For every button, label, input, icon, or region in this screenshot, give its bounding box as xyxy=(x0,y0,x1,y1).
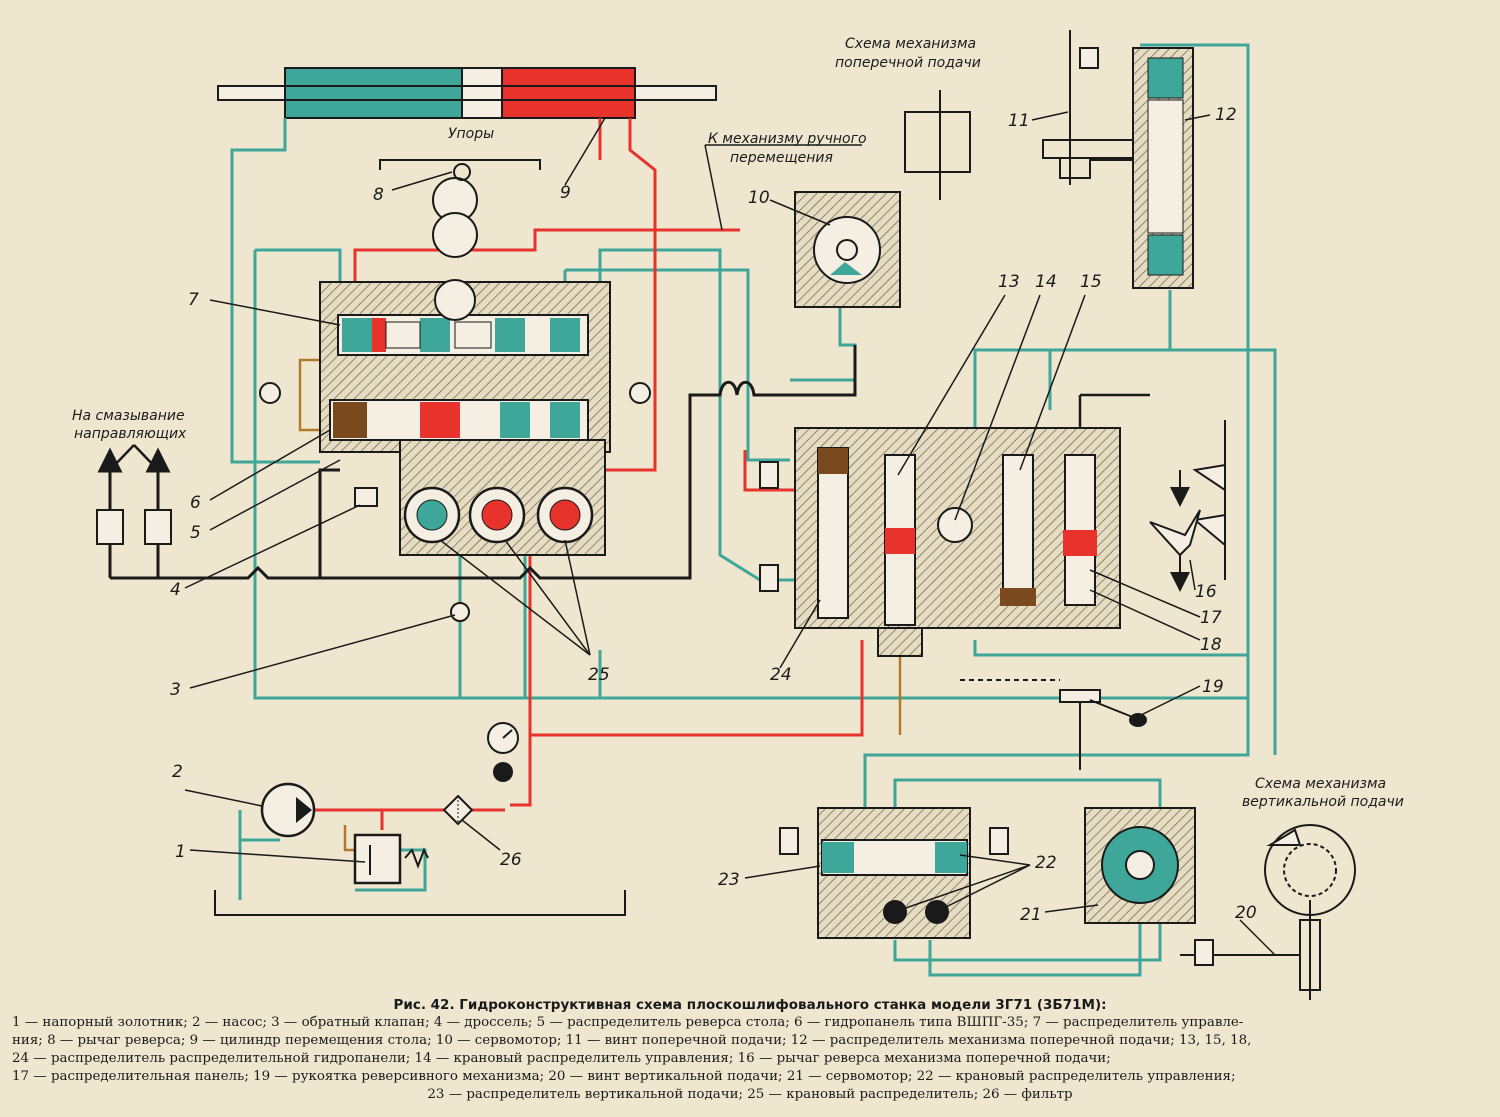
caption-line: 1 — напорный золотник; 2 — насос; 3 — об… xyxy=(12,1015,1244,1030)
label-20: 20 xyxy=(1235,903,1257,923)
caption-line: 17 — распределительная панель; 19 — руко… xyxy=(12,1069,1236,1084)
annotations: Упоры К механизму ручного перемещения На… xyxy=(72,36,1404,810)
label-15: 15 xyxy=(1080,272,1102,292)
leader-lines xyxy=(184,111,1276,956)
distributor-panel-17 xyxy=(794,427,1121,657)
lube-note-line2: направляющих xyxy=(74,426,187,442)
label-7: 7 xyxy=(188,290,199,310)
label-6: 6 xyxy=(190,493,201,513)
hydraulic-diagram: 7 8 9 10 11 12 13 14 15 16 17 18 19 20 2… xyxy=(72,30,1404,1000)
vertical-feed-note-line2: вертикальной подачи xyxy=(1242,794,1404,810)
label-8: 8 xyxy=(373,185,384,205)
caption-line: ния; 8 — рычаг реверса; 9 — цилиндр пере… xyxy=(12,1033,1252,1048)
label-4: 4 xyxy=(170,580,181,600)
manual-note-line1: К механизму ручного xyxy=(708,131,867,147)
label-2: 2 xyxy=(172,762,183,782)
manual-note-line2: перемещения xyxy=(730,150,833,166)
handle-19 xyxy=(960,679,1147,770)
table-cylinder xyxy=(217,67,717,119)
label-1: 1 xyxy=(175,842,186,862)
label-17: 17 xyxy=(1200,608,1222,628)
cross-feed-note-line2: поперечной подачи xyxy=(835,55,981,71)
check-valve-3 xyxy=(450,602,470,622)
stops-note: Упоры xyxy=(448,126,494,142)
pump-2 xyxy=(260,782,316,838)
label-12: 12 xyxy=(1215,105,1237,125)
vertical-feed-mechanism xyxy=(1180,824,1356,1000)
label-19: 19 xyxy=(1202,677,1224,697)
cross-feed-note-line1: Схема механизма xyxy=(845,36,976,52)
part-labels: 7 8 9 10 11 12 13 14 15 16 17 18 19 20 2… xyxy=(170,105,1257,925)
label-3: 3 xyxy=(170,680,181,700)
label-23: 23 xyxy=(718,870,740,890)
label-25: 25 xyxy=(588,665,610,685)
label-26: 26 xyxy=(500,850,522,870)
servomotor-21 xyxy=(1084,807,1196,924)
label-10: 10 xyxy=(748,188,770,208)
label-5: 5 xyxy=(190,523,201,543)
hydro-panel-6 xyxy=(259,159,651,556)
label-9: 9 xyxy=(560,183,571,203)
label-16: 16 xyxy=(1195,582,1217,602)
lube-note-line1: На смазывание xyxy=(72,408,185,424)
distributor-23 xyxy=(817,807,971,939)
caption-line: 24 — распределитель распределительной ги… xyxy=(12,1051,1111,1066)
lever-16 xyxy=(1149,420,1226,592)
figure-caption: Рис. 42. Гидроконструктивная схема плоск… xyxy=(12,996,1488,1104)
label-13: 13 xyxy=(998,272,1020,292)
throttles xyxy=(96,461,1009,855)
gauge xyxy=(487,722,519,782)
label-21: 21 xyxy=(1020,905,1042,925)
caption-title: Рис. 42. Гидроконструктивная схема плоск… xyxy=(393,997,1107,1013)
label-22: 22 xyxy=(1035,853,1057,873)
servomotor-10 xyxy=(794,191,901,308)
vertical-feed-note-line1: Схема механизма xyxy=(1255,776,1386,792)
distributor-12 xyxy=(1132,47,1194,289)
lubrication-arrows xyxy=(97,444,171,473)
label-18: 18 xyxy=(1200,635,1222,655)
label-14: 14 xyxy=(1035,272,1057,292)
caption-line: 23 — распределитель вертикальной подачи;… xyxy=(427,1087,1073,1102)
filter-26 xyxy=(442,794,474,826)
pressure-valve-1 xyxy=(353,833,429,885)
label-11: 11 xyxy=(1008,111,1030,131)
label-24: 24 xyxy=(770,665,792,685)
